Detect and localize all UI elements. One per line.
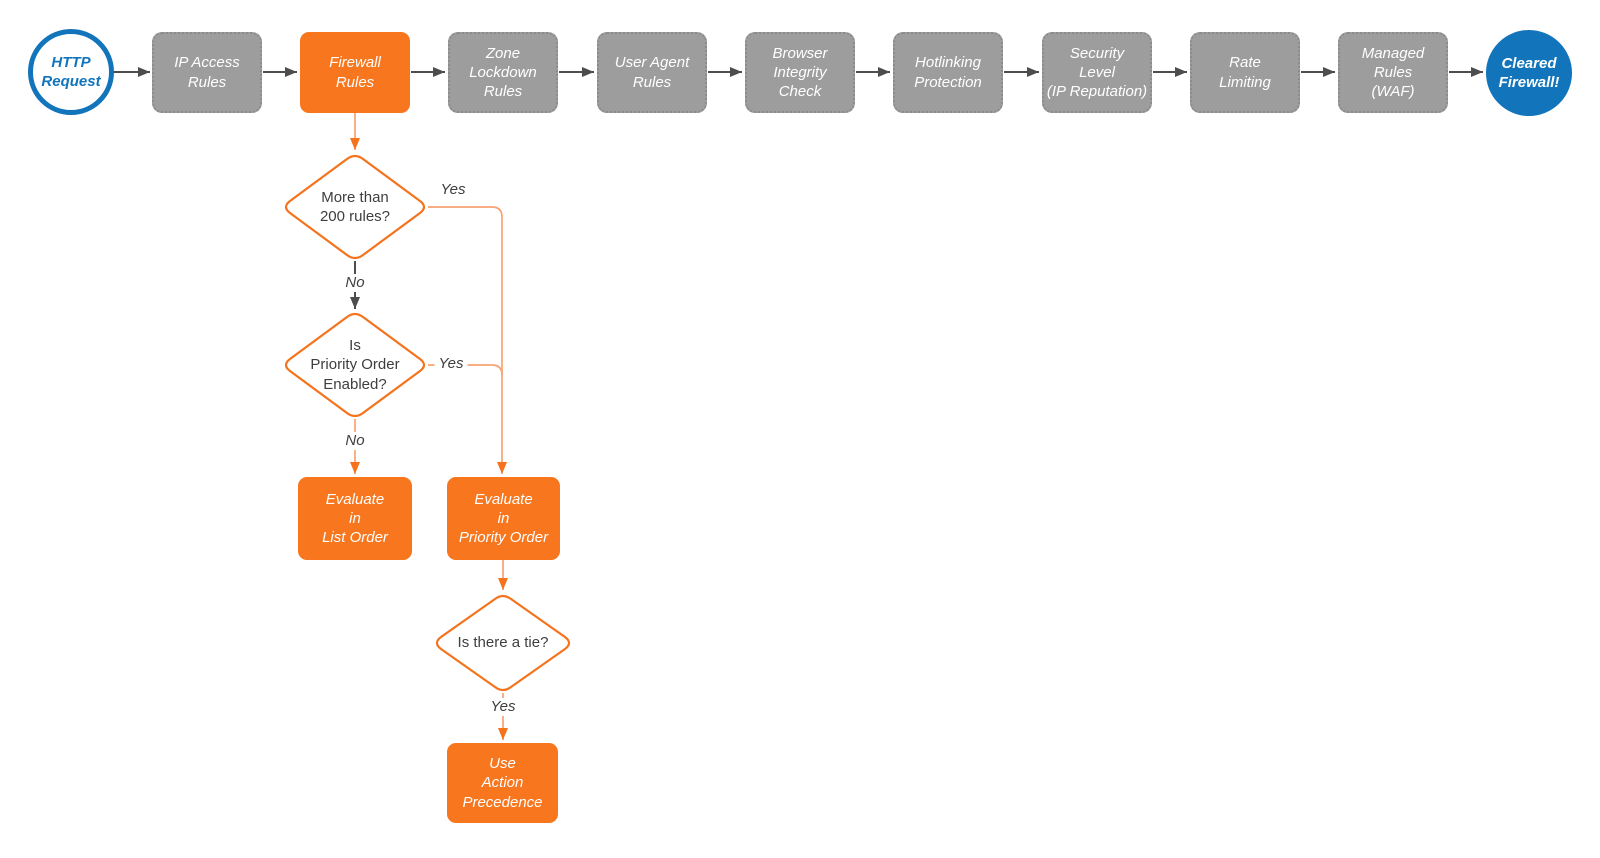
label-no-priority-order: No: [341, 432, 369, 450]
node-browser-integrity-check-label: Browser Integrity Check: [772, 44, 828, 101]
node-firewall-rules: Firewall Rules: [300, 32, 410, 113]
node-evaluate-in-priority-order-label: Evaluate in Priority Order: [458, 490, 549, 547]
node-use-action-precedence: Use Action Precedence: [447, 743, 558, 823]
node-ip-access-rules: IP Access Rules: [152, 32, 262, 113]
node-firewall-rules-label: Firewall Rules: [329, 54, 381, 91]
decision-priority-order-enabled: Is Priority Order Enabled?: [282, 311, 428, 419]
label-no-more-rules: No: [341, 274, 369, 292]
decision-is-there-a-tie: Is there a tie?: [433, 593, 573, 693]
node-security-level-label: Security Level (IP Reputation): [1046, 44, 1148, 101]
label-yes-priority-order: Yes: [434, 355, 468, 373]
node-user-agent-rules-label: User Agent Rules: [614, 54, 690, 91]
node-rate-limiting-label: Rate Limiting: [1219, 54, 1271, 91]
node-hotlinking-protection-label: Hotlinking Protection: [914, 54, 982, 91]
node-browser-integrity-check: Browser Integrity Check: [745, 32, 855, 113]
node-evaluate-in-list-order-label: Evaluate in List Order: [322, 490, 388, 547]
node-security-level: Security Level (IP Reputation): [1042, 32, 1152, 113]
node-cleared-firewall: Cleared Firewall!: [1486, 30, 1572, 116]
decision-more-than-200-rules-label: More than 200 rules?: [319, 188, 391, 226]
node-http-request-label: HTTP Request: [41, 53, 101, 90]
node-http-request: HTTP Request: [28, 29, 114, 115]
node-managed-rules-waf: Managed Rules (WAF): [1338, 32, 1448, 113]
node-zone-lockdown-rules-label: Zone Lockdown Rules: [469, 44, 537, 101]
node-hotlinking-protection: Hotlinking Protection: [893, 32, 1003, 113]
decision-priority-order-enabled-label: Is Priority Order Enabled?: [310, 336, 400, 393]
node-evaluate-in-priority-order: Evaluate in Priority Order: [447, 477, 560, 560]
label-yes-more-rules: Yes: [436, 181, 470, 199]
connector-yes-to-evaluate-priority: [428, 206, 507, 474]
node-ip-access-rules-label: IP Access Rules: [174, 54, 240, 91]
node-cleared-firewall-label: Cleared Firewall!: [1498, 54, 1560, 91]
label-yes-tie: Yes: [486, 698, 520, 716]
node-rate-limiting: Rate Limiting: [1190, 32, 1300, 113]
node-evaluate-in-list-order: Evaluate in List Order: [298, 477, 412, 560]
node-user-agent-rules: User Agent Rules: [597, 32, 707, 113]
node-zone-lockdown-rules: Zone Lockdown Rules: [448, 32, 558, 113]
node-managed-rules-waf-label: Managed Rules (WAF): [1361, 44, 1425, 101]
decision-is-there-a-tie-label: Is there a tie?: [457, 634, 549, 652]
node-use-action-precedence-label: Use Action Precedence: [462, 755, 543, 811]
decision-more-than-200-rules: More than 200 rules?: [282, 153, 428, 261]
